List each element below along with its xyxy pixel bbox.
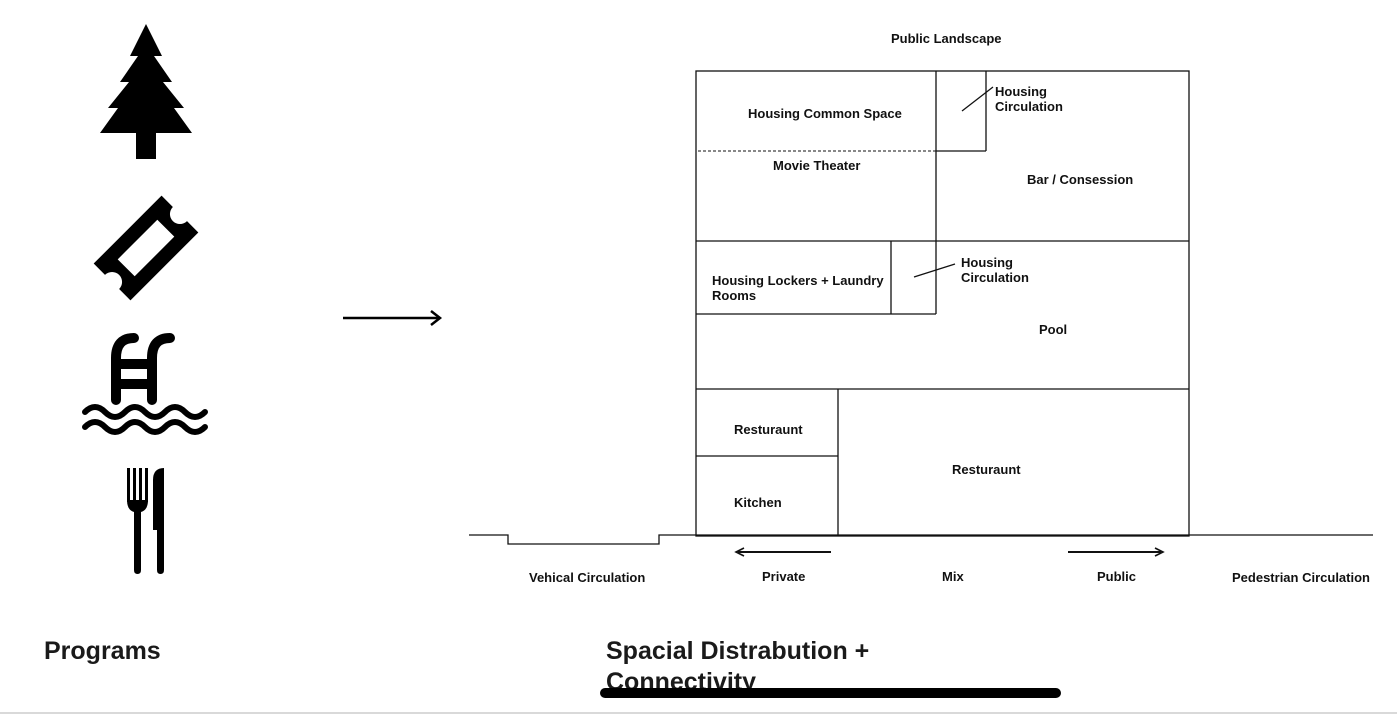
tree-icon xyxy=(100,24,192,159)
label-housing-lockers-line2: Rooms xyxy=(712,288,756,303)
ticket-icon xyxy=(93,195,199,301)
public-arrow-icon xyxy=(1068,547,1165,557)
label-restaurant-large: Resturaunt xyxy=(952,462,1021,477)
programs-title: Programs xyxy=(44,637,161,665)
label-private: Private xyxy=(762,569,805,584)
label-kitchen: Kitchen xyxy=(734,495,782,510)
label-housing-common-space: Housing Common Space xyxy=(748,106,902,121)
label-housing-circulation-top-line2: Circulation xyxy=(995,99,1063,114)
scroll-indicator-bar[interactable] xyxy=(600,688,1061,698)
label-public-landscape: Public Landscape xyxy=(891,31,1002,46)
label-movie-theater: Movie Theater xyxy=(773,158,860,173)
label-bar-concession: Bar / Consession xyxy=(1027,172,1133,187)
label-vehical-circulation: Vehical Circulation xyxy=(529,570,645,585)
right-arrow-icon xyxy=(343,310,443,326)
label-housing-lockers-line1: Housing Lockers + Laundry xyxy=(712,273,884,288)
label-housing-circulation-mid-line2: Circulation xyxy=(961,270,1029,285)
diagram-title: Spacial Distrabution + Connectivity xyxy=(606,637,870,696)
building-outline xyxy=(695,70,1190,537)
bottom-divider xyxy=(0,712,1397,714)
label-mix: Mix xyxy=(942,569,964,584)
label-restaurant-small: Resturaunt xyxy=(734,422,803,437)
pool-ladder-icon xyxy=(82,333,208,435)
ground-line xyxy=(469,534,1373,545)
label-pool: Pool xyxy=(1039,322,1067,337)
private-arrow-icon xyxy=(734,547,831,557)
label-public: Public xyxy=(1097,569,1136,584)
fork-knife-icon xyxy=(127,468,164,574)
label-housing-circulation-top-line1: Housing xyxy=(995,84,1047,99)
label-pedestrian-circulation: Pedestrian Circulation xyxy=(1232,570,1370,585)
label-housing-circulation-mid-line1: Housing xyxy=(961,255,1013,270)
